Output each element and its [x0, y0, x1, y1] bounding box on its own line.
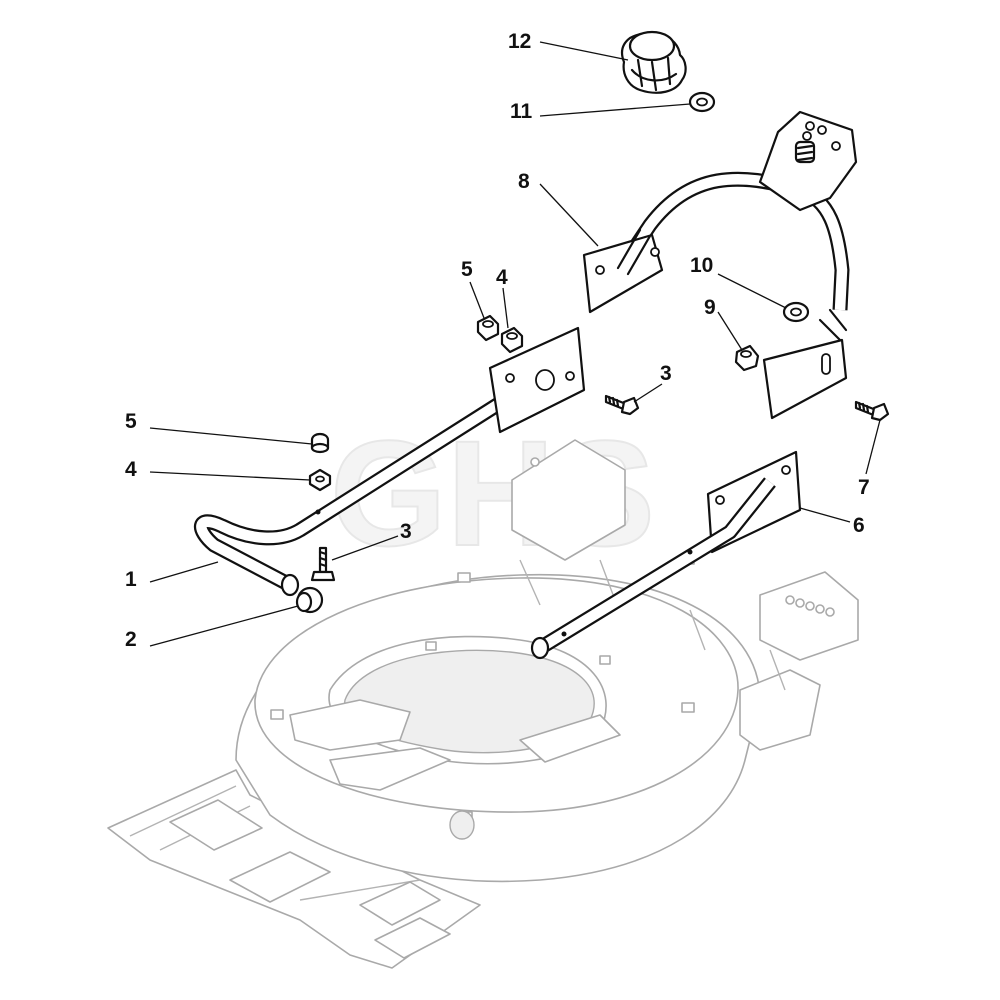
- callout-11: 11: [510, 100, 533, 123]
- washer-part-11: [688, 91, 716, 113]
- callout-labels: 12 11 8 10 9 5 4 3 5 4 7 3 6 1 2: [125, 30, 870, 651]
- left-lower-handle-part-1: [194, 326, 586, 597]
- washer-part-10: [782, 301, 810, 323]
- callout-4-upper: 4: [496, 266, 508, 289]
- callout-6: 6: [853, 514, 865, 537]
- upper-handle-part-8: [582, 110, 858, 420]
- nut-part-4-upper: [500, 326, 524, 354]
- callout-12: 12: [508, 30, 531, 53]
- nut-part-5-upper: [476, 314, 500, 342]
- callout-10: 10: [690, 254, 713, 277]
- callout-4-lower: 4: [125, 458, 137, 481]
- callout-1: 1: [125, 568, 137, 591]
- callout-9: 9: [704, 296, 716, 319]
- nut-part-5-lower: [310, 432, 330, 454]
- nut-part-9: [734, 344, 760, 372]
- callout-5-lower: 5: [125, 410, 137, 433]
- end-cap-part-2: [295, 586, 324, 614]
- callout-3-upper: 3: [660, 362, 672, 385]
- callout-2: 2: [125, 628, 137, 651]
- bolt-part-3-lower: [310, 546, 336, 582]
- callout-5-upper: 5: [461, 258, 473, 281]
- right-lower-handle-part-6: [530, 450, 802, 660]
- nut-part-4-lower: [308, 468, 332, 492]
- mower-deck-ghost: [107, 439, 859, 969]
- callout-7: 7: [858, 476, 870, 499]
- callout-8: 8: [518, 170, 530, 193]
- bolt-part-7: [854, 400, 890, 422]
- leader-lines: [149, 41, 881, 647]
- knob-part-12: [620, 30, 687, 94]
- callout-3-lower: 3: [400, 520, 412, 543]
